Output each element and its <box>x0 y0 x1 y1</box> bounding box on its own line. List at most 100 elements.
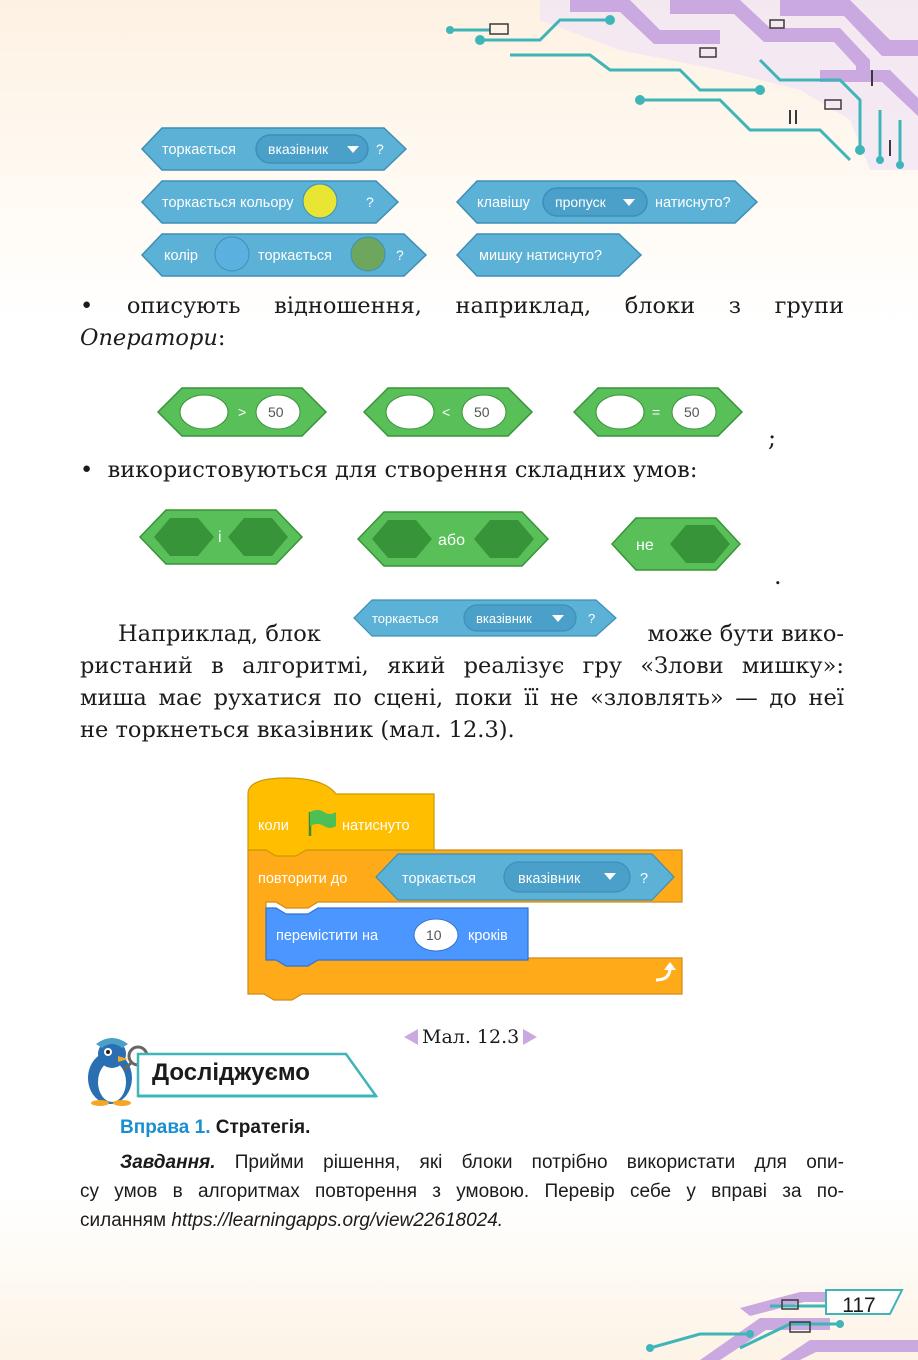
logic-and-label: і <box>218 529 222 546</box>
script-figure: коли натиснуто повторити до торкається в… <box>247 777 683 1001</box>
operator-sign: > <box>238 404 246 420</box>
loop-arrow-icon <box>655 962 676 982</box>
semicolon: ; <box>768 424 777 452</box>
caption-right-triangle-icon <box>523 1029 538 1045</box>
green-flag-icon <box>308 810 336 836</box>
bullet-relations: • описують відношення, наприклад, блоки … <box>80 290 844 354</box>
empty-slot <box>179 394 229 430</box>
block-color-touching-text: торкається <box>258 248 332 264</box>
boolean-slot <box>154 518 214 556</box>
block-greater-than: > 50 <box>156 387 328 437</box>
inline-block-dropdown: вказівник <box>476 611 532 626</box>
operator-value: 50 <box>268 404 284 420</box>
block-touching-pointer: торкається вказівник ? <box>140 127 408 171</box>
operators-group-name: Оператори <box>80 325 218 351</box>
dropdown-pill <box>503 861 631 893</box>
section-header: Досліджуємо <box>136 1052 378 1098</box>
caption-left-triangle-icon <box>404 1029 418 1045</box>
example-paragraph: Наприклад, блок може бути вико- ристаний… <box>80 618 844 746</box>
operator-value: 50 <box>684 404 700 420</box>
move-value: 10 <box>426 927 442 943</box>
move-text: перемістити на <box>276 928 379 944</box>
operator-value: 50 <box>474 404 490 420</box>
block-or: або <box>356 511 550 567</box>
move-steps-block <box>265 907 529 967</box>
hat-when-text: коли <box>258 818 289 834</box>
boolean-slot <box>670 525 730 563</box>
example-line-2: ристаний в алгоритмі, який реалізує гру … <box>80 653 844 679</box>
bullet-dot: • <box>80 457 94 483</box>
color-swatch-green <box>350 236 386 272</box>
bullet-relations-text: описують відношення, наприклад, блоки з … <box>126 293 845 319</box>
dropdown-pill <box>255 134 369 164</box>
chevron-down-icon <box>552 615 564 622</box>
chevron-down-icon <box>347 146 359 153</box>
inline-block-text: торкається <box>372 611 438 626</box>
dropdown-pill <box>542 187 648 217</box>
period: . <box>774 562 782 590</box>
move-unit: кроків <box>468 928 508 944</box>
cond-qmark: ? <box>640 871 648 887</box>
exercise-heading: Вправа 1. Стратегія. <box>120 1117 310 1139</box>
operator-sign: < <box>442 404 450 420</box>
task-link[interactable]: https://learningapps.org/view22618024. <box>171 1210 504 1231</box>
task-line-1: Прийми рішення, які блоки потрібно викор… <box>234 1152 844 1173</box>
hat-clicked-text: натиснуто <box>342 818 410 834</box>
page-number: 117 <box>842 1294 876 1317</box>
inline-block-qmark: ? <box>588 611 595 626</box>
dropdown-pill <box>463 604 577 632</box>
chevron-down-icon <box>623 199 635 206</box>
steps-input <box>413 918 459 952</box>
empty-slot <box>385 394 435 430</box>
block-less-than: < 50 <box>362 387 534 437</box>
caption-text: Мал. 12.3 <box>422 1026 520 1048</box>
penguin-mascot-icon <box>88 1038 149 1106</box>
bullet-complex-text: використовуються для створення складних … <box>107 457 698 483</box>
cond-dropdown: вказівник <box>518 871 581 887</box>
block-qmark: ? <box>366 194 374 210</box>
example-start: Наприклад, блок <box>118 621 321 647</box>
operator-sign: = <box>652 404 660 420</box>
logic-or-label: або <box>438 532 465 549</box>
block-touching-dropdown: вказівник <box>268 141 329 157</box>
circuit-decoration-bottom <box>646 1289 918 1360</box>
block-key-pressed-text: натиснуто? <box>655 195 731 211</box>
chevron-down-icon <box>604 873 616 880</box>
example-end: може бути вико- <box>647 621 844 647</box>
block-and: і <box>138 509 304 565</box>
repeat-until-text: повторити до <box>258 871 347 887</box>
color-swatch-blue <box>214 236 250 272</box>
boolean-slot <box>372 520 432 558</box>
block-color-text: колір <box>164 248 198 264</box>
circuit-decoration-top <box>446 0 918 170</box>
example-line-4: не торкнеться вказівник (мал. 12.3). <box>80 717 515 743</box>
bullet-complex: • використовуються для створення складни… <box>80 454 844 486</box>
bullet-dot: • <box>80 293 94 319</box>
task-label: Завдання. <box>120 1152 216 1173</box>
block-not: не <box>610 517 742 571</box>
empty-slot <box>595 394 645 430</box>
section-title: Досліджуємо <box>152 1059 310 1086</box>
when-flag-clicked-block <box>247 777 435 857</box>
colon: : <box>217 325 226 351</box>
boolean-slot <box>228 518 288 556</box>
block-mouse-down: мишку натиснуто? <box>455 233 643 277</box>
block-touching-text: торкається <box>162 142 236 158</box>
cond-text: торкається <box>402 871 476 887</box>
exercise-label: Вправа 1. <box>120 1117 211 1138</box>
logic-not-label: не <box>636 537 654 554</box>
block-equals: = 50 <box>572 387 744 437</box>
color-swatch-yellow <box>302 183 338 219</box>
inline-block-touching-pointer: торкається вказівник ? <box>353 599 617 637</box>
block-color-touching: колір торкається ? <box>140 233 428 277</box>
block-mouse-text: мишку натиснуто? <box>479 248 602 264</box>
example-line-3: миша має рухатися по сцені, поки її не «… <box>80 685 844 711</box>
figure-caption: Мал. 12.3 <box>404 1026 544 1048</box>
block-qmark: ? <box>396 247 404 263</box>
block-qmark: ? <box>376 141 384 157</box>
block-key-pressed: клавішу пропуск натиснуто? <box>455 180 759 224</box>
block-key-dropdown: пропуск <box>555 194 607 210</box>
task-paragraph: Завдання. Прийми рішення, які блоки потр… <box>80 1148 844 1235</box>
exercise-title: Стратегія. <box>215 1117 311 1138</box>
task-line-3: силанням <box>80 1210 167 1231</box>
